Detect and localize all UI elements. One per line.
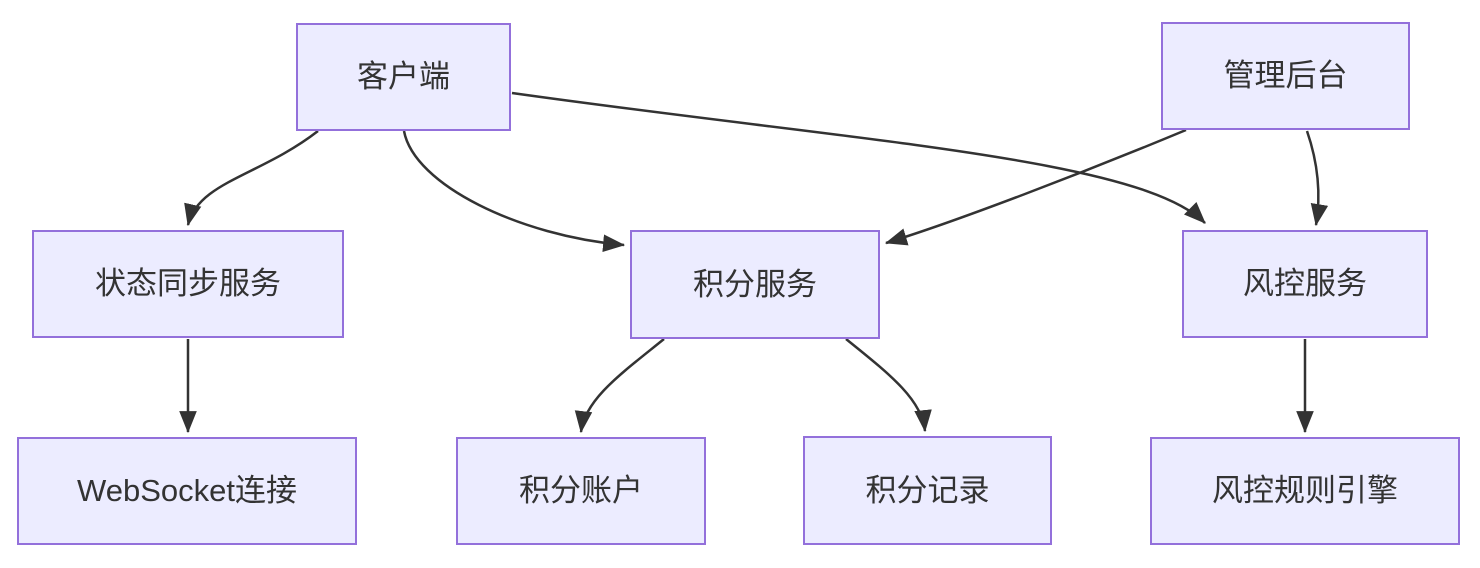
node-client-label: 客户端: [357, 59, 450, 95]
edge-admin-backend-to-risk-service: [1305, 130, 1329, 227]
edge-points-service-to-points-account: [574, 338, 665, 434]
node-websocket-connection: WebSocket连接: [17, 437, 357, 545]
node-risk-service: 风控服务: [1182, 230, 1428, 338]
node-state-sync-service-label: 状态同步服务: [95, 266, 281, 302]
node-points-service-label: 积分服务: [693, 266, 817, 302]
edge-client-to-risk-service: [511, 91, 1206, 224]
node-risk-rule-engine: 风控规则引擎: [1150, 437, 1460, 545]
node-admin-backend: 管理后台: [1161, 22, 1410, 130]
edge-client-to-points-service: [402, 130, 626, 252]
node-websocket-connection-label: WebSocket连接: [77, 473, 297, 509]
node-risk-service-label: 风控服务: [1243, 266, 1367, 302]
edge-client-to-state-sync-service: [184, 130, 319, 227]
node-points-service: 积分服务: [630, 230, 880, 339]
node-risk-rule-engine-label: 风控规则引擎: [1212, 473, 1398, 509]
edge-points-service-to-points-record: [845, 338, 932, 433]
node-admin-backend-label: 管理后台: [1223, 58, 1348, 94]
node-client: 客户端: [296, 23, 511, 131]
node-points-record: 积分记录: [803, 436, 1052, 545]
node-points-account-label: 积分账户: [519, 473, 643, 509]
node-points-account: 积分账户: [456, 437, 706, 545]
edge-admin-backend-to-points-service: [884, 128, 1187, 246]
node-state-sync-service: 状态同步服务: [32, 230, 344, 338]
node-points-record-label: 积分记录: [865, 472, 990, 508]
